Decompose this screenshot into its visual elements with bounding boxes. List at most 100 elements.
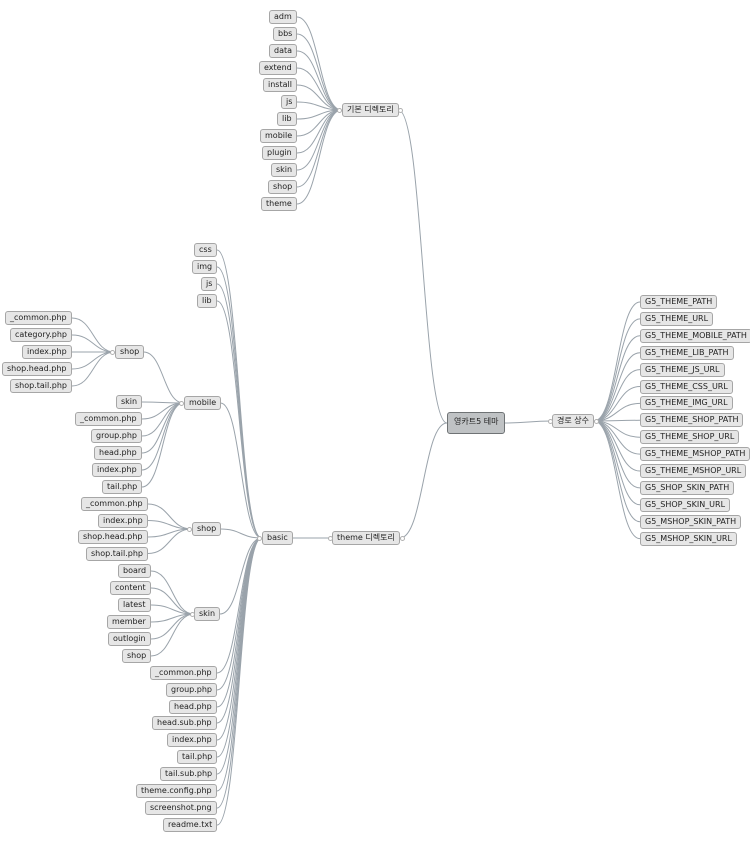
node-g5-mshop-skin-path[interactable]: G5_MSHOP_SKIN_PATH [640, 515, 742, 529]
node-skin[interactable]: skin [116, 395, 143, 409]
connector-tree-children-1-children-0-children-5-children-3 [147, 528, 192, 554]
node-mobile[interactable]: mobile [260, 129, 298, 143]
collapse-knob[interactable] [179, 400, 184, 406]
connector-tree-children-1-children-0-children-4-children-0-children-4 [71, 351, 115, 387]
node-shop-tail-php[interactable]: shop.tail.php [86, 547, 149, 561]
node-skin[interactable]: skin [194, 607, 221, 621]
node-g5-theme-shop-url[interactable]: G5_THEME_SHOP_URL [640, 430, 740, 444]
root-node[interactable]: 영카트5 테마 [447, 412, 506, 434]
node-outlogin[interactable]: outlogin [108, 632, 151, 646]
node-extend[interactable]: extend [259, 61, 297, 75]
connector-tree-children-1-children-0-children-4-children-0 [143, 351, 184, 404]
collapse-knob[interactable] [189, 611, 195, 617]
connector-tree-children-1-children-0-children-16 [216, 537, 262, 826]
node-경로-상수[interactable]: 경로 상수 [552, 414, 594, 428]
node-head-sub-php[interactable]: head.sub.php [152, 716, 217, 730]
node-head-php[interactable]: head.php [169, 700, 217, 714]
collapse-knob[interactable] [398, 107, 403, 113]
node-js[interactable]: js [281, 95, 298, 109]
node-shop[interactable]: shop [115, 345, 145, 359]
node-mobile[interactable]: mobile [184, 396, 222, 410]
collapse-knob[interactable] [187, 526, 192, 532]
node-member[interactable]: member [107, 615, 151, 629]
node-tail-php[interactable]: tail.php [102, 480, 143, 494]
node-group-php[interactable]: group.php [166, 683, 218, 697]
node-shop[interactable]: shop [122, 649, 152, 663]
connector-tree-children-2-children-0 [593, 301, 641, 422]
node-skin[interactable]: skin [271, 163, 298, 177]
node-screenshot-png[interactable]: screenshot.png [145, 801, 217, 815]
node-adm[interactable]: adm [269, 10, 297, 24]
node-g5-theme-lib-path[interactable]: G5_THEME_LIB_PATH [640, 346, 734, 360]
node-g5-theme-img-url[interactable]: G5_THEME_IMG_URL [640, 396, 733, 410]
connector-tree-children-2-children-14 [593, 420, 641, 540]
connector-tree-children-0-children-1 [296, 33, 342, 111]
node-shop[interactable]: shop [268, 180, 298, 194]
node-img[interactable]: img [192, 260, 218, 274]
collapse-knob[interactable] [327, 535, 333, 541]
collapse-knob[interactable] [547, 418, 553, 424]
node-g5-theme-mobile-path[interactable]: G5_THEME_MOBILE_PATH [640, 329, 750, 343]
collapse-knob[interactable] [399, 535, 405, 541]
node-shop-head-php[interactable]: shop.head.php [2, 362, 72, 376]
collapse-knob[interactable] [110, 349, 115, 355]
node-common-php[interactable]: _common.php [150, 666, 217, 680]
collapse-knob[interactable] [593, 418, 599, 424]
connector-tree-children-1-children-0-children-6-children-5 [150, 613, 195, 657]
node-g5-theme-path[interactable]: G5_THEME_PATH [640, 295, 718, 309]
node-tail-sub-php[interactable]: tail.sub.php [160, 767, 218, 781]
connector-root-1 [399, 422, 448, 539]
node-theme-디렉토리[interactable]: theme 디렉토리 [332, 531, 400, 545]
node-shop-head-php[interactable]: shop.head.php [78, 530, 148, 544]
node-index-php[interactable]: index.php [22, 345, 72, 359]
node-content[interactable]: content [110, 581, 151, 595]
node-theme[interactable]: theme [261, 197, 297, 211]
node-latest[interactable]: latest [118, 598, 151, 612]
node-tail-php[interactable]: tail.php [177, 750, 218, 764]
node-readme-txt[interactable]: readme.txt [163, 818, 218, 832]
node-bbs[interactable]: bbs [273, 27, 298, 41]
node-theme-config-php[interactable]: theme.config.php [136, 784, 217, 798]
node-group-php[interactable]: group.php [91, 429, 143, 443]
node-g5-shop-skin-url[interactable]: G5_SHOP_SKIN_URL [640, 498, 731, 512]
node-shop[interactable]: shop [192, 522, 222, 536]
node-g5-theme-js-url[interactable]: G5_THEME_JS_URL [640, 363, 725, 377]
node-index-php[interactable]: index.php [98, 514, 148, 528]
node-install[interactable]: install [263, 78, 297, 92]
node-기본-디렉토리[interactable]: 기본 디렉토리 [342, 103, 399, 117]
connector-tree-children-0-children-2 [296, 50, 342, 111]
node-common-php[interactable]: _common.php [5, 311, 72, 325]
node-lib[interactable]: lib [197, 294, 217, 308]
connector-tree-children-2-children-3 [593, 352, 641, 422]
node-g5-theme-css-url[interactable]: G5_THEME_CSS_URL [640, 380, 733, 394]
node-board[interactable]: board [118, 564, 152, 578]
node-basic[interactable]: basic [262, 531, 293, 545]
node-plugin[interactable]: plugin [262, 146, 297, 160]
node-common-php[interactable]: _common.php [75, 412, 142, 426]
node-data[interactable]: data [269, 44, 298, 58]
collapse-knob[interactable] [257, 535, 262, 541]
node-g5-theme-shop-path[interactable]: G5_THEME_SHOP_PATH [640, 413, 744, 427]
connector-tree-children-0-children-0 [296, 16, 342, 111]
node-common-php[interactable]: _common.php [81, 497, 148, 511]
collapse-knob[interactable] [337, 107, 342, 113]
node-category-php[interactable]: category.php [10, 328, 72, 342]
connector-root-2 [504, 420, 553, 424]
node-g5-theme-url[interactable]: G5_THEME_URL [640, 312, 714, 326]
node-g5-shop-skin-path[interactable]: G5_SHOP_SKIN_PATH [640, 481, 735, 495]
node-css[interactable]: css [194, 243, 217, 257]
node-head-php[interactable]: head.php [94, 446, 142, 460]
node-index-php[interactable]: index.php [92, 463, 142, 477]
node-lib[interactable]: lib [277, 112, 297, 126]
node-g5-theme-mshop-path[interactable]: G5_THEME_MSHOP_PATH [640, 447, 750, 461]
node-shop-tail-php[interactable]: shop.tail.php [10, 379, 73, 393]
node-index-php[interactable]: index.php [167, 733, 217, 747]
node-g5-mshop-skin-url[interactable]: G5_MSHOP_SKIN_URL [640, 532, 737, 546]
connector-tree-children-1-children-0-children-4-children-6 [141, 402, 184, 488]
node-js[interactable]: js [201, 277, 218, 291]
connector-tree-children-1-children-0-children-4 [220, 402, 262, 539]
connector-tree-children-1-children-0-children-6 [219, 537, 262, 615]
node-g5-theme-mshop-url[interactable]: G5_THEME_MSHOP_URL [640, 464, 747, 478]
